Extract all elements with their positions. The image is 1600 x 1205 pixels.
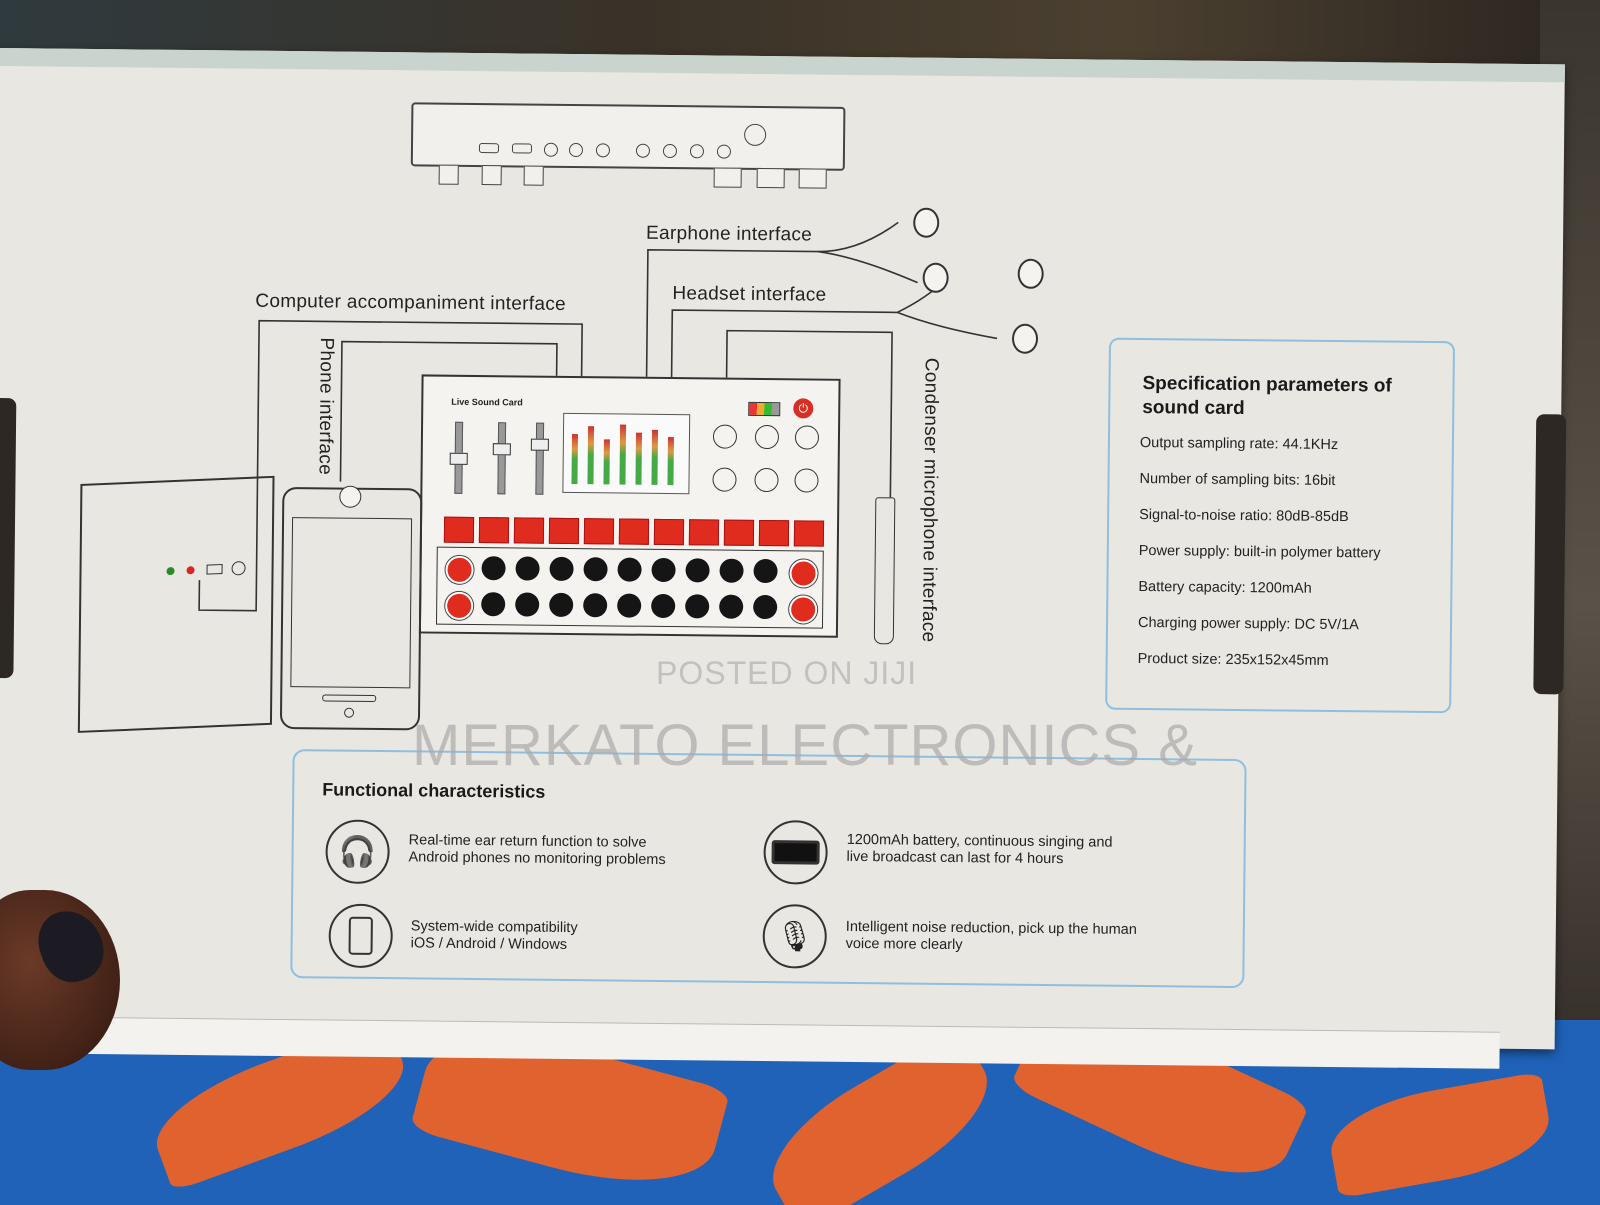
device-foot bbox=[756, 167, 785, 189]
level-meter bbox=[562, 412, 691, 495]
device-foot bbox=[713, 167, 742, 188]
spec-row: Battery capacity: 1200mAh bbox=[1138, 578, 1312, 597]
earphone-interface-label: Earphone interface bbox=[645, 222, 813, 246]
earbud-icon bbox=[922, 262, 949, 293]
effect-button bbox=[478, 517, 510, 544]
watermark-posted: POSTED ON JIJI bbox=[656, 655, 918, 691]
effect-button bbox=[793, 520, 825, 547]
specification-panel: Specification parameters of sound card O… bbox=[1105, 337, 1456, 714]
knob-mid bbox=[754, 424, 780, 450]
knob-low bbox=[794, 425, 820, 450]
effect-button bbox=[618, 518, 650, 545]
fader-mic bbox=[449, 421, 468, 494]
port-icon bbox=[543, 142, 559, 157]
product-box: Earphone interface Headset interface Com… bbox=[0, 48, 1567, 1069]
feature-text: Real-time ear return function to solve A… bbox=[408, 832, 666, 869]
spec-row: Signal-to-noise ratio: 80dB-85dB bbox=[1139, 506, 1349, 526]
feature-text: System-wide compatibility iOS / Android … bbox=[410, 918, 578, 953]
watermark-seller: MERKATO ELECTRONICS & bbox=[412, 713, 1198, 778]
port-icon bbox=[689, 144, 705, 159]
effect-button bbox=[548, 517, 580, 545]
knob-record bbox=[712, 467, 737, 492]
phone-interface-label: Phone interface bbox=[314, 337, 337, 476]
effect-button bbox=[688, 519, 720, 546]
sound-card-diagram: Live Sound Card ⏻ bbox=[418, 374, 841, 638]
condenser-microphone-icon bbox=[873, 497, 896, 645]
feature-text: Intelligent noise reduction, pick up the… bbox=[845, 918, 1137, 954]
feature-text: 1200mAh battery, continuous singing and … bbox=[846, 831, 1113, 868]
port-icon bbox=[744, 123, 767, 147]
spec-row: Number of sampling bits: 16bit bbox=[1139, 470, 1336, 490]
device-foot bbox=[438, 164, 459, 185]
spec-row: Product size: 235x152x45mm bbox=[1137, 650, 1329, 669]
port-icon bbox=[511, 143, 533, 154]
device-side-view bbox=[410, 102, 846, 171]
effect-button bbox=[723, 519, 755, 546]
device-foot bbox=[798, 168, 827, 189]
spec-row: Power supply: built-in polymer battery bbox=[1138, 542, 1381, 562]
functional-title: Functional characteristics bbox=[322, 779, 546, 802]
port-icon bbox=[635, 143, 651, 158]
computer-tower-icon bbox=[77, 475, 275, 733]
headphones-icon: 🎧 bbox=[325, 819, 390, 885]
spec-row: Output sampling rate: 44.1KHz bbox=[1139, 434, 1339, 454]
fader-monitor bbox=[530, 422, 549, 495]
computer-interface-label: Computer accompaniment interface bbox=[255, 290, 567, 315]
battery-indicator-icon bbox=[748, 401, 781, 417]
earbud-icon bbox=[913, 207, 940, 238]
mixer-title: Live Sound Card bbox=[451, 396, 523, 408]
phone-icon bbox=[328, 903, 394, 969]
effect-button bbox=[583, 518, 615, 545]
power-icon: ⏻ bbox=[793, 398, 814, 419]
effect-button bbox=[513, 517, 545, 544]
knob-special-effect bbox=[754, 467, 779, 493]
port-icon bbox=[662, 143, 678, 159]
earbud-icon bbox=[1017, 258, 1044, 289]
effect-button bbox=[653, 518, 685, 546]
port-icon bbox=[478, 143, 500, 154]
battery-icon bbox=[763, 820, 828, 885]
device-foot bbox=[523, 165, 544, 186]
mic-interface-label: Condenser microphone interface bbox=[917, 357, 942, 643]
port-icon bbox=[716, 144, 732, 159]
spec-title: Specification parameters of sound card bbox=[1142, 372, 1392, 420]
microphone-icon: 🎙 bbox=[762, 904, 828, 969]
knob-reverb bbox=[794, 468, 819, 493]
spec-row: Charging power supply: DC 5V/1A bbox=[1137, 614, 1359, 634]
effect-button bbox=[758, 519, 790, 547]
port-icon bbox=[595, 143, 611, 158]
headset-interface-label: Headset interface bbox=[672, 283, 827, 306]
knob-high bbox=[712, 424, 738, 449]
effect-button bbox=[443, 516, 475, 543]
smartphone-icon bbox=[279, 485, 423, 731]
device-foot bbox=[481, 165, 502, 186]
sound-pad-panel bbox=[435, 546, 824, 629]
port-icon bbox=[568, 142, 584, 158]
functional-characteristics-panel: Functional characteristics 🎧 Real-time e… bbox=[290, 749, 1247, 989]
fader-backing-track bbox=[492, 422, 511, 495]
